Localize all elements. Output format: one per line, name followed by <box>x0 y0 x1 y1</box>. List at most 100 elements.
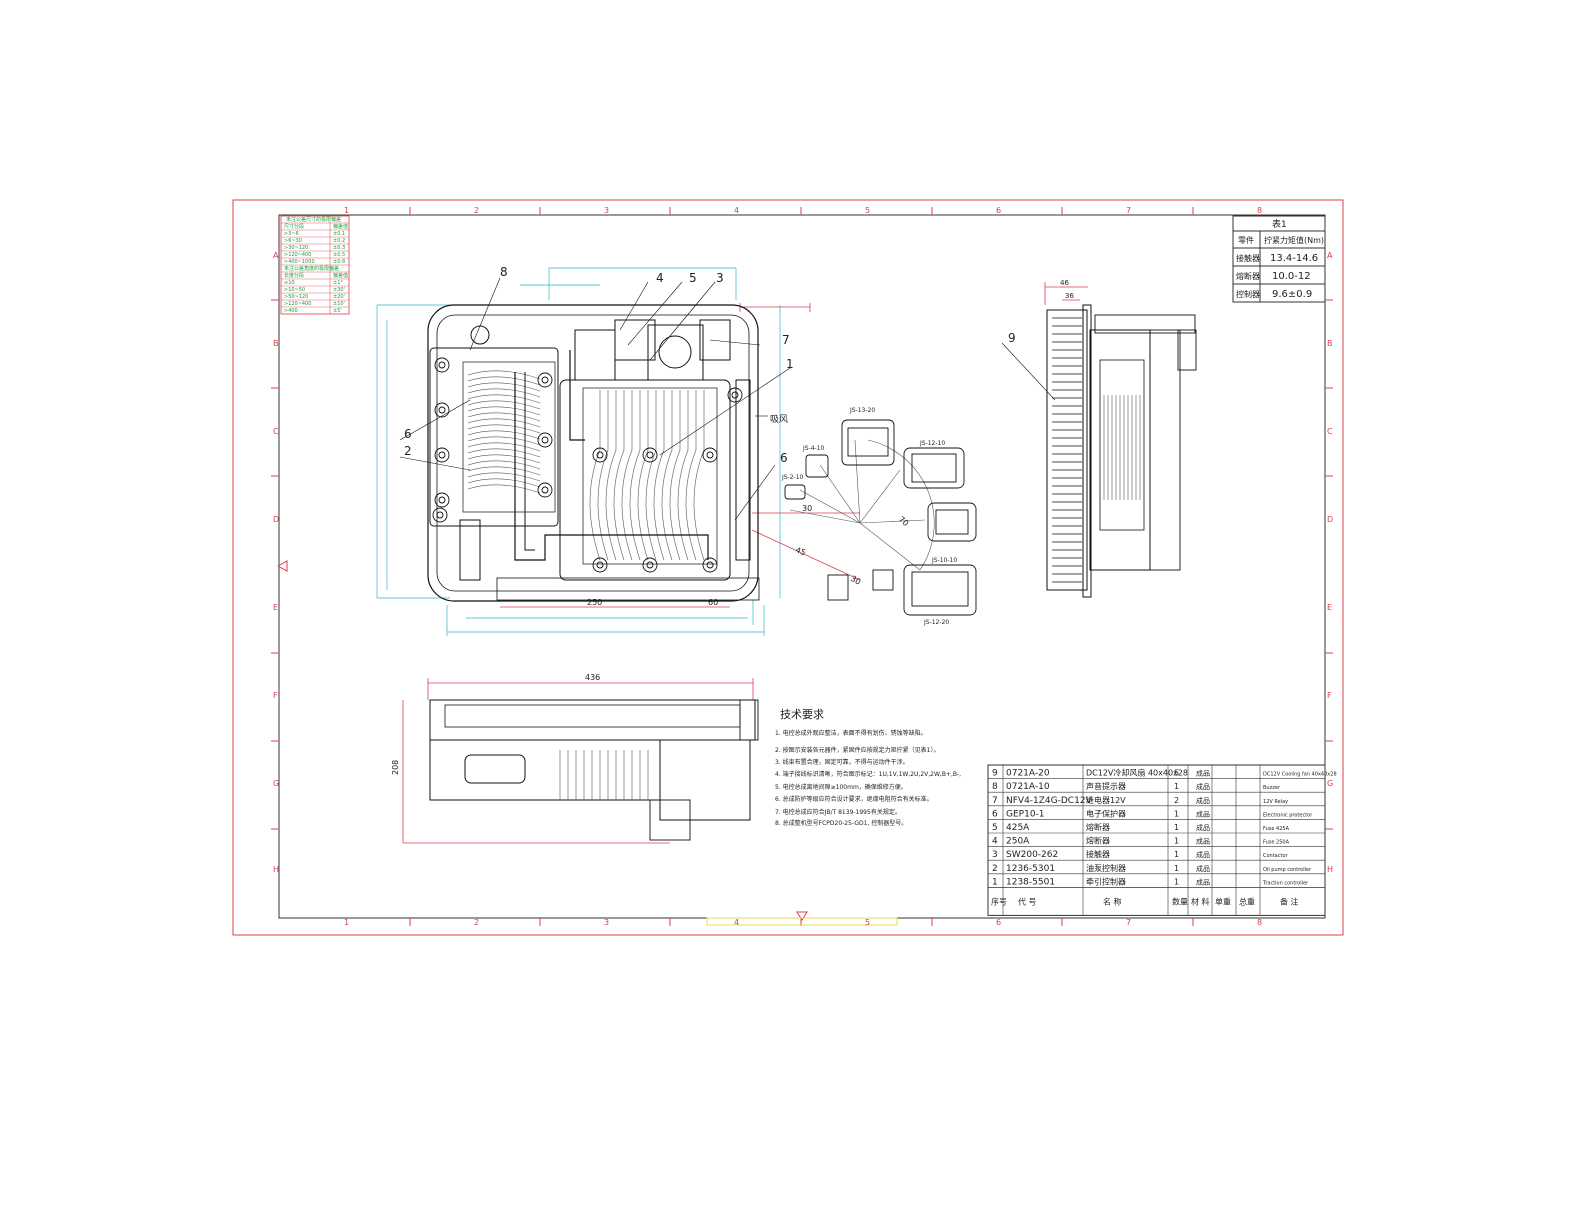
tolerance-row-label: 尺寸分段 <box>284 223 304 230</box>
bom-note: Fuse 250A <box>1263 840 1290 846</box>
dim-208: 208 <box>391 760 400 775</box>
bom-seq: 4 <box>992 837 998 847</box>
bom-code: GEP10-1 <box>1006 809 1045 819</box>
bom-seq: 2 <box>992 864 998 874</box>
balloon-4: 4 <box>656 271 664 285</box>
bom-qty: 5 <box>1174 769 1179 778</box>
bom-qty: 1 <box>1174 864 1179 873</box>
torque-row-1-part: 接触器 <box>1236 253 1260 263</box>
tolerance-table-title: 未注公差尺寸的极限偏差 <box>286 216 341 223</box>
bom-qty: 1 <box>1174 809 1179 818</box>
bom-note: Contactor <box>1263 853 1289 859</box>
tolerance-row-value: 偏差值 <box>333 272 348 279</box>
row-label-C-r: C <box>1327 427 1333 436</box>
dim-30b: 30 <box>849 574 862 587</box>
torque-table: 表1 零件 拧紧力矩值(Nm) 接触器 13.4-14.6 熔断器 10.0-1… <box>1232 215 1326 303</box>
bom-material: 成品 <box>1196 837 1210 846</box>
bom-name: 牵引控制器 <box>1086 876 1126 886</box>
tolerance-row-value: ±0.5 <box>333 252 345 258</box>
bom-name: 继电器12V <box>1086 795 1126 805</box>
side-view: 46 36 9 <box>1001 279 1197 598</box>
balloon-5: 5 <box>689 271 697 285</box>
bom-name: 熔断器 <box>1086 822 1110 832</box>
col-label-2b: 2 <box>474 918 479 927</box>
row-label-G-r: G <box>1327 779 1333 788</box>
tolerance-row-label: >400~1000 <box>284 259 315 265</box>
balloon-6-right: 6 <box>780 451 788 465</box>
col-label-6b: 6 <box>996 918 1001 927</box>
tech-req-line-2: 2. 按图示安装各元器件，紧固件应按规定力矩拧紧（见表1）。 <box>775 746 939 754</box>
row-label-F: F <box>273 691 278 700</box>
bom-header-total-weight: 总重 <box>1239 896 1255 906</box>
bom-note: DC12V Cooling fan 40x40x28 <box>1263 772 1337 778</box>
tolerance-row-value: ±0.8 <box>333 259 345 265</box>
bom-material: 成品 <box>1196 796 1210 805</box>
col-label-3b: 3 <box>604 918 609 927</box>
tech-req-line-6: 6. 总成防护等级应符合设计要求，绝缘电阻符合有关标准。 <box>775 795 933 803</box>
torque-table-title: 表1 <box>1272 218 1287 230</box>
tolerance-table: 未注公差尺寸的极限偏差尺寸分段偏差值>3~6±0.1>6~30±0.2>30~1… <box>280 215 350 315</box>
col-label-1: 1 <box>344 206 349 215</box>
row-label-C: C <box>273 427 279 436</box>
tolerance-row-label: >120~400 <box>284 252 311 258</box>
torque-header-part: 零件 <box>1238 235 1254 245</box>
connector-js-2-10: JS-2-10 <box>781 474 804 481</box>
connector-js-13-20: JS-13-20 <box>849 407 875 414</box>
tolerance-row-label: >10~50 <box>284 287 305 293</box>
bom-name: 接触器 <box>1086 849 1110 859</box>
dim-30: 30 <box>802 504 812 513</box>
tech-req-line-8: 8. 总成整机型号FCPD20-25-GD1, 控制器型号。 <box>775 819 907 827</box>
tech-req-line-4: 4. 端子接线标识清晰，符合图示标记：1U,1V,1W,2U,2V,2W,B+,… <box>775 770 961 778</box>
front-view: 436 208 <box>391 673 759 844</box>
row-label-G: G <box>273 779 279 788</box>
bom-seq: 9 <box>992 769 998 779</box>
bom-material: 成品 <box>1196 769 1210 778</box>
torque-row-2-part: 熔断器 <box>1236 271 1260 281</box>
row-label-E-r: E <box>1327 603 1332 612</box>
bom-header-qty: 数量 <box>1172 896 1188 906</box>
balloon-3: 3 <box>716 271 724 285</box>
connector-js-12-10: JS-12-10 <box>919 440 945 447</box>
balloon-7: 7 <box>782 333 790 347</box>
bom-material: 成品 <box>1196 809 1210 818</box>
col-label-5: 5 <box>865 206 870 215</box>
connector-js-4-10: JS-4-10 <box>802 445 825 452</box>
bom-note: Fuse 425A <box>1263 826 1290 832</box>
bom-qty: 1 <box>1174 782 1179 791</box>
bom-seq: 5 <box>992 823 998 833</box>
dim-436: 436 <box>585 673 600 682</box>
tolerance-row-value: 偏差值 <box>333 223 348 230</box>
bom-note: 12V Relay <box>1263 799 1288 805</box>
tolerance-row-value: ±0.3 <box>333 245 345 251</box>
tolerance-row-label: >6~30 <box>284 238 302 244</box>
balloon-2: 2 <box>404 444 412 458</box>
tech-req-line-1: 1. 电控总成外观应整洁，表面不得有划伤、锈蚀等缺陷。 <box>775 729 927 737</box>
bom-material: 成品 <box>1196 782 1210 791</box>
bom-qty: 1 <box>1174 850 1179 859</box>
tech-req-line-3: 3. 线束布置合理，固定可靠，不得与运动件干涉。 <box>775 758 909 766</box>
tech-req-line-5: 5. 电控总成离地间隙≥100mm，确保维修方便。 <box>775 783 907 791</box>
col-label-7b: 7 <box>1126 918 1131 927</box>
col-label-8b: 8 <box>1257 918 1262 927</box>
bom-material: 成品 <box>1196 877 1210 886</box>
row-label-H-r: H <box>1327 865 1333 874</box>
tolerance-row-value: ±0.1 <box>333 231 345 237</box>
tolerance-row-value: ±0.2 <box>333 238 345 244</box>
bom-header-code: 代 号 <box>1018 896 1037 906</box>
technical-requirements: 技术要求 1. 电控总成外观应整洁，表面不得有划伤、锈蚀等缺陷。 2. 按图示安… <box>775 708 961 827</box>
bom-seq: 6 <box>992 809 998 819</box>
connector-js-12-20: JS-12-20 <box>923 619 949 626</box>
torque-row-2-value: 10.0-12 <box>1272 271 1311 282</box>
tolerance-row-label: ≤10 <box>284 280 295 286</box>
balloon-8: 8 <box>500 265 508 279</box>
tolerance-row-label: 长度分段 <box>284 272 304 279</box>
bom-code: 250A <box>1006 837 1030 847</box>
torque-header-value: 拧紧力矩值(Nm) <box>1264 235 1324 245</box>
bom-code: SW200-262 <box>1006 850 1058 860</box>
row-label-D-r: D <box>1327 515 1333 524</box>
dim-36: 36 <box>1065 292 1074 300</box>
col-label-3: 3 <box>604 206 609 215</box>
bom-header-material: 材 料 <box>1191 896 1210 906</box>
dim-60: 60 <box>708 598 718 607</box>
tolerance-row-label: >30~120 <box>284 245 308 251</box>
